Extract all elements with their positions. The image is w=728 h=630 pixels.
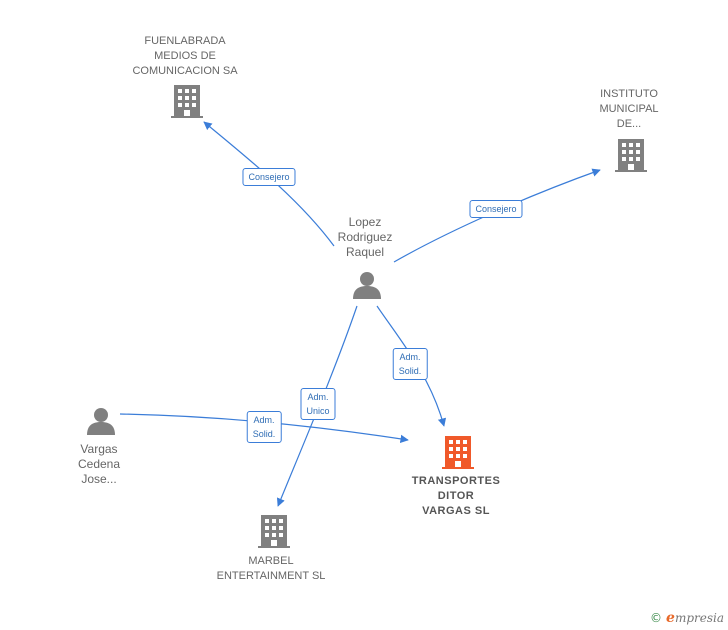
node-label-marbel[interactable]: MARBEL ENTERTAINMENT SL — [216, 555, 326, 582]
edge-label-consejero-2: Consejero — [469, 200, 523, 218]
node-label-lopez[interactable]: Lopez Rodriguez Raquel — [337, 215, 393, 259]
building-icon-transportes[interactable] — [442, 436, 474, 469]
person-icon-vargas[interactable] — [87, 408, 115, 435]
building-icon-instituto[interactable] — [615, 139, 647, 172]
brand-logo: ©empresia — [650, 610, 724, 626]
copyright-icon: © — [650, 611, 663, 625]
node-label-fuenlabrada[interactable]: FUENLABRADA MEDIOS DE COMUNICACION SA — [132, 35, 238, 77]
node-label-vargas[interactable]: Vargas Cedena Jose... — [77, 442, 121, 486]
edge-label-adm-solid-1: Adm. Solid. — [392, 348, 428, 380]
brand-initial: e — [666, 610, 675, 626]
building-icon-fuenlabrada[interactable] — [171, 85, 203, 118]
edge-label-adm-unico: Adm. Unico — [300, 388, 336, 420]
brand-name: mpresia — [674, 611, 724, 625]
building-icon-marbel[interactable] — [258, 515, 290, 548]
node-label-instituto[interactable]: INSTITUTO MUNICIPAL DE... — [599, 88, 659, 130]
edge-label-adm-solid-2: Adm. Solid. — [246, 411, 282, 443]
person-icon-lopez[interactable] — [353, 272, 381, 299]
node-label-transportes[interactable]: TRANSPORTES DITOR VARGAS SL — [411, 475, 501, 517]
edge-label-consejero-1: Consejero — [242, 168, 296, 186]
